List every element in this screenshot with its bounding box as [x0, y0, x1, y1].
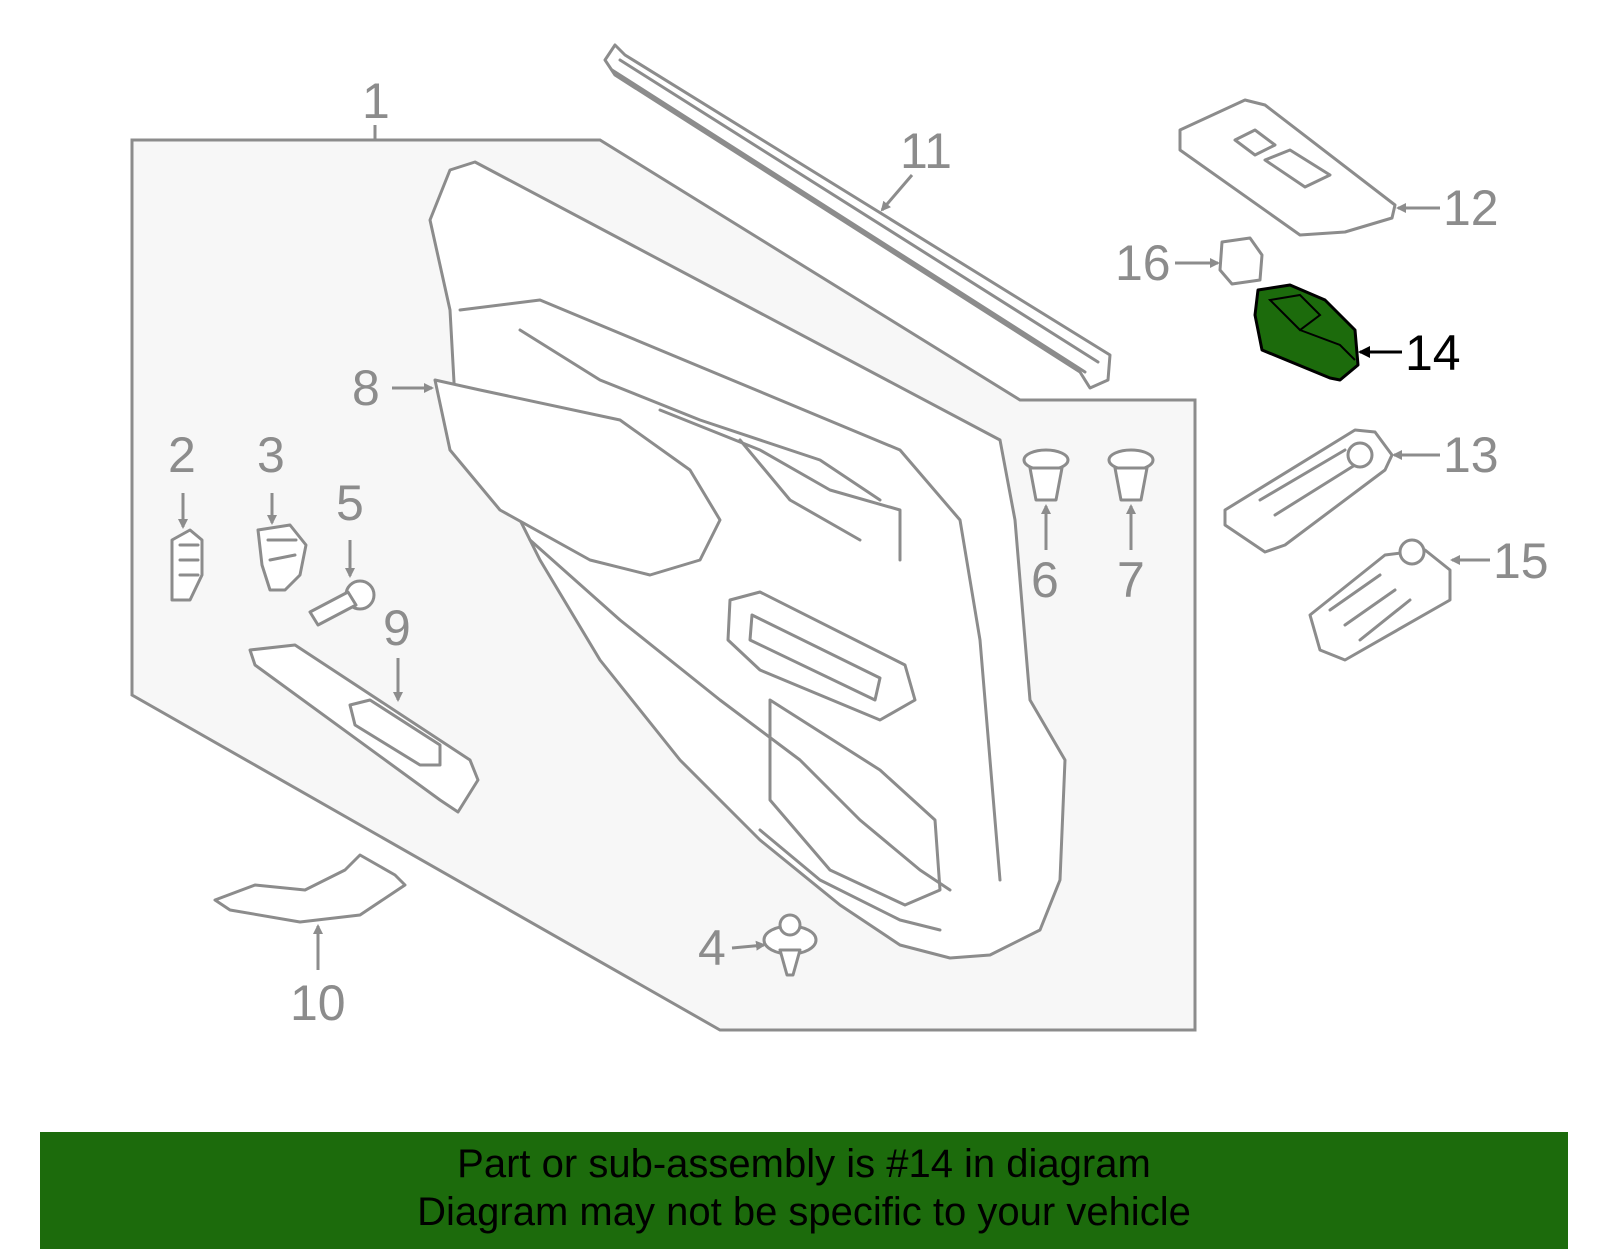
callout-12: 12 — [1443, 180, 1499, 236]
callout-16: 16 — [1115, 235, 1171, 291]
retainer-part-7 — [1107, 448, 1155, 502]
callout-10: 10 — [290, 975, 346, 1031]
door-trim-panel — [428, 160, 1067, 960]
callout-1: 1 — [362, 73, 390, 129]
callout-8: 8 — [352, 360, 380, 416]
screw-part-5 — [308, 579, 376, 627]
info-banner: Part or sub-assembly is #14 in diagram D… — [40, 1132, 1568, 1249]
callout-5: 5 — [336, 475, 364, 531]
callout-11: 11 — [900, 123, 952, 179]
banner-line-2: Diagram may not be specific to your vehi… — [417, 1190, 1191, 1234]
window-switch-part-14 — [1253, 283, 1360, 382]
trim-part-10 — [213, 853, 407, 924]
clip-part-3 — [256, 523, 308, 592]
callout-15: 15 — [1493, 533, 1549, 589]
switch-bezel-part-12 — [1178, 98, 1397, 237]
callout-7: 7 — [1117, 552, 1145, 608]
handle-bezel-part-9 — [248, 643, 480, 814]
callout-9: 9 — [383, 600, 411, 656]
belt-molding — [603, 43, 1112, 390]
retainer-part-6 — [1022, 448, 1070, 502]
clip-part-2 — [170, 528, 204, 602]
leader-11 — [880, 174, 914, 212]
callout-4: 4 — [698, 920, 726, 976]
switch-cap-part-16 — [1218, 236, 1264, 286]
leader-4 — [731, 940, 766, 951]
banner-line-1: Part or sub-assembly is #14 in diagram — [457, 1142, 1151, 1186]
callout-2: 2 — [168, 427, 196, 483]
callout-14: 14 — [1405, 325, 1461, 381]
switch-bezel-part-13 — [1223, 428, 1394, 554]
master-switch-part-15 — [1308, 538, 1452, 662]
push-clip-part-4 — [762, 913, 818, 977]
callout-6: 6 — [1031, 552, 1059, 608]
callout-13: 13 — [1443, 427, 1499, 483]
callout-3: 3 — [257, 427, 285, 483]
